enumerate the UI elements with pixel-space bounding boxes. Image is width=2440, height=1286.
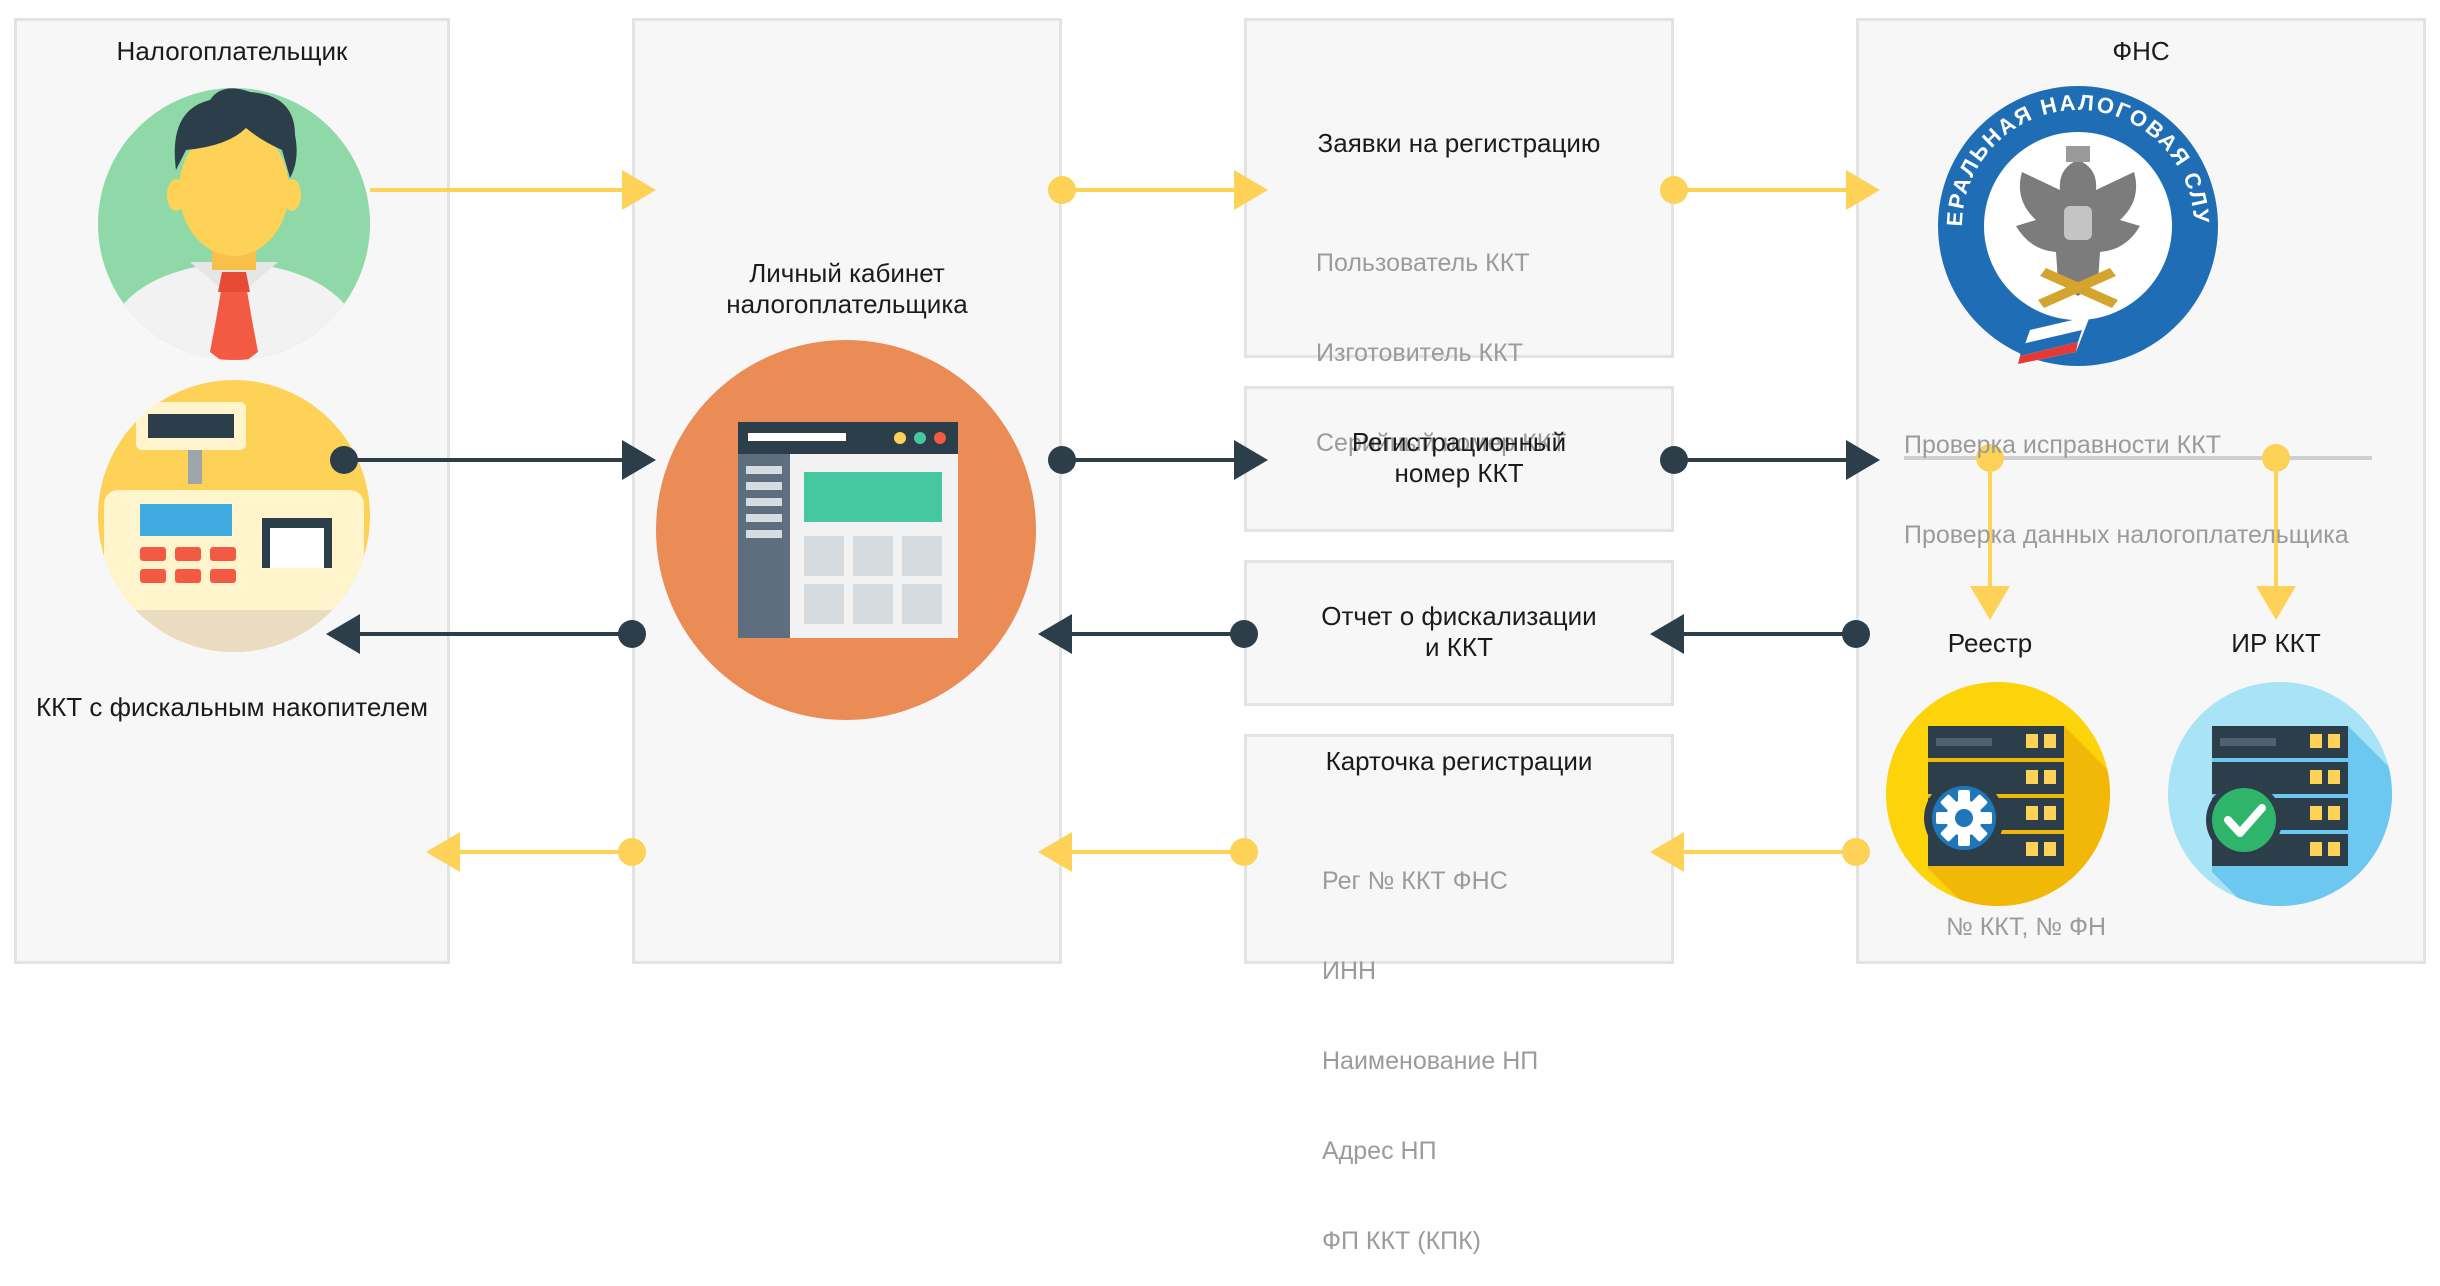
applications-list: Пользователь ККТ Изготовитель ККТ Серийн…	[1316, 188, 1567, 488]
arrow-applications-to-fns	[1660, 170, 1880, 210]
fns-title: ФНС	[2112, 36, 2170, 66]
registry-label: Реестр	[1947, 628, 2033, 658]
gear-icon	[1924, 778, 2004, 858]
list-item: Проверка данных налогоплательщика	[1904, 521, 2349, 549]
ir-kkt-server-icon	[2168, 682, 2392, 906]
taxpayer-label: Налогоплательщик	[116, 36, 348, 66]
cash-register-icon	[98, 380, 370, 652]
card-box	[1244, 734, 1674, 964]
arrow-card-to-cabinet	[1038, 832, 1258, 872]
fns-check-line	[1904, 444, 2372, 620]
reg-number-title: Регистрационный номер ККТ	[1244, 427, 1674, 489]
fns-checks: Проверка исправности ККТ Проверка данных…	[1904, 370, 2349, 580]
list-item: Серийный номер ККТ	[1316, 429, 1567, 457]
arrow-fns-to-report	[1650, 614, 1870, 654]
list-item: Проверка исправности ККТ	[1904, 431, 2221, 459]
reg-number-line1: Регистрационный	[1351, 427, 1567, 457]
list-item: Изготовитель ККТ	[1316, 339, 1523, 367]
arrow-cabinet-to-applications	[1048, 170, 1268, 210]
arrow-report-to-cabinet	[1038, 614, 1258, 654]
report-line2: и ККТ	[1425, 632, 1493, 662]
registry-server-icon	[1886, 682, 2110, 906]
reg-number-box	[1244, 386, 1674, 532]
fns-footer: № ККТ, № ФН	[1945, 913, 2107, 941]
browser-window-icon	[656, 340, 1036, 720]
arrow-taxpayer-to-cabinet	[370, 170, 656, 210]
cabinet-title-line2: налогоплательщика	[726, 289, 968, 319]
cabinet-title: Личный кабинет налогоплательщика	[632, 258, 1062, 320]
check-icon	[2206, 782, 2282, 858]
ir-kkt-label: ИР ККТ	[2231, 628, 2321, 658]
list-item: ФП ККТ (КПК)	[1322, 1227, 1482, 1255]
report-title: Отчет о фискализации и ККТ	[1244, 601, 1674, 663]
list-item: Адрес НП	[1322, 1137, 1437, 1165]
arrow-cabinet-to-taxpayer	[426, 832, 646, 872]
list-item: Пользователь ККТ	[1316, 249, 1530, 277]
arrow-fns-to-card	[1650, 832, 1870, 872]
person-avatar-icon	[98, 88, 370, 360]
list-item: ИНН	[1322, 957, 1377, 985]
card-list: Рег № ККТ ФНС ИНН Наименование НП Адрес …	[1322, 806, 1538, 1286]
applications-box	[1244, 18, 1674, 358]
list-item: Рег № ККТ ФНС	[1322, 867, 1508, 895]
arrow-regnumber-to-fns	[1660, 440, 1880, 480]
reg-number-line2: номер ККТ	[1394, 458, 1524, 488]
arrow-cabinet-to-kkt	[326, 614, 646, 654]
report-box	[1244, 560, 1674, 706]
kkt-label: ККТ с фискальным накопителем	[35, 692, 429, 722]
arrow-cabinet-to-regnumber	[1048, 440, 1268, 480]
card-title: Карточка регистрации	[1325, 746, 1593, 776]
arrow-kkt-to-cabinet	[330, 440, 656, 480]
report-line1: Отчет о фискализации	[1321, 601, 1597, 631]
applications-title: Заявки на регистрацию	[1317, 128, 1601, 158]
diagram-graphics: ФЕДЕРАЛЬНАЯ НАЛОГОВАЯ СЛУЖБА	[98, 86, 2392, 906]
cabinet-title-line1: Личный кабинет	[749, 258, 945, 288]
list-item: Наименование НП	[1322, 1047, 1539, 1075]
